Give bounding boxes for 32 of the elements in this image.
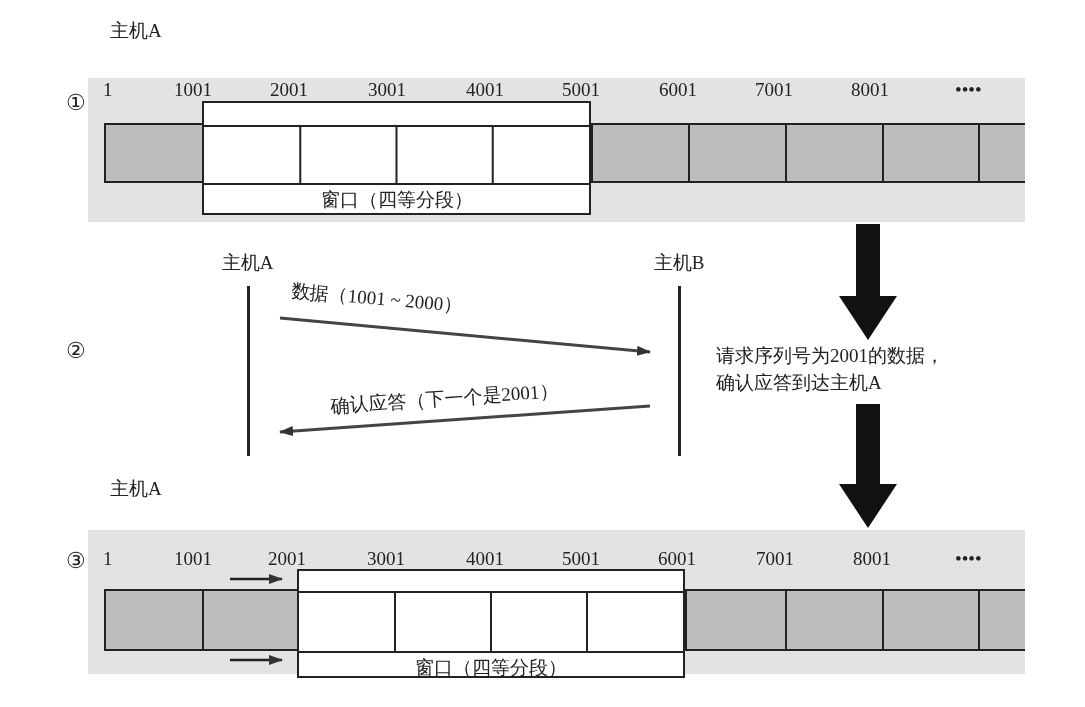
- sequence-number: 7001: [756, 548, 794, 570]
- block-arrow: [839, 404, 897, 528]
- sequence-number: ••••: [955, 79, 982, 101]
- sequence-number: 3001: [368, 79, 406, 101]
- sequence-number: 5001: [562, 548, 600, 570]
- host-label: 主机B: [652, 252, 706, 274]
- sequence-number: 6001: [659, 79, 697, 101]
- panel-number: ③: [66, 550, 86, 572]
- window-box: 窗口（四等分段）: [202, 101, 591, 215]
- sequence-number: ••••: [955, 548, 982, 570]
- host-label: 主机A: [110, 478, 162, 500]
- sequence-number: 1001: [174, 79, 212, 101]
- panel-number: ②: [66, 340, 86, 362]
- sequence-number: 2001: [270, 79, 308, 101]
- sequence-number: 2001: [268, 548, 306, 570]
- sequence-number: 6001: [658, 548, 696, 570]
- sequence-number: 5001: [562, 79, 600, 101]
- message-arrow: [279, 316, 651, 356]
- host-label: 主机A: [220, 252, 275, 274]
- sequence-number: 1001: [174, 548, 212, 570]
- panel-number: ①: [66, 92, 86, 114]
- sequence-number: 7001: [755, 79, 793, 101]
- sequence-number: 4001: [466, 79, 504, 101]
- sequence-number: 8001: [853, 548, 891, 570]
- block-arrow: [839, 224, 897, 340]
- sequence-number: 1: [103, 79, 113, 101]
- host-label: 主机A: [110, 20, 162, 42]
- sequence-number: 1: [103, 548, 113, 570]
- sequence-number: 4001: [466, 548, 504, 570]
- sequence-number: 8001: [851, 79, 889, 101]
- message-arrow: [279, 404, 651, 437]
- sequence-number: 3001: [367, 548, 405, 570]
